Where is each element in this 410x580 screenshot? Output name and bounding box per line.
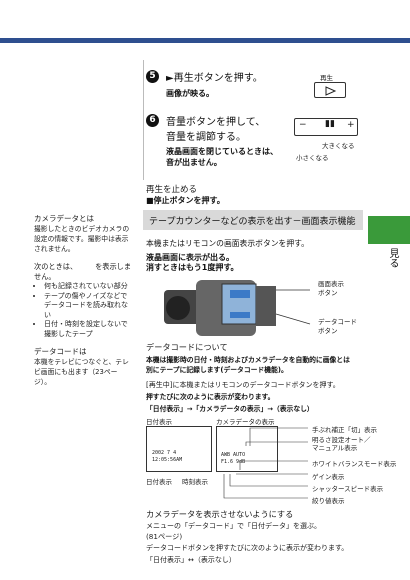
cam-body: 撮影したときのビデオカメラの設定の情報です。撮影中は表示されません。 <box>34 225 130 253</box>
datacode-note-head: データコードは <box>34 347 87 356</box>
callout-lines <box>223 427 308 499</box>
divider <box>143 60 144 180</box>
volume-small-label: 小さくなる <box>296 154 329 162</box>
stop-sub: ■停止ボタンを押す。 <box>146 196 225 205</box>
list-item: 何も記録されていない部分 <box>44 282 134 292</box>
step-5-title: ►再生ボタンを押す。 <box>166 73 263 84</box>
callout-white-balance: ホワイトバランスモード表示 <box>312 460 397 468</box>
date-screen-line-1: 2002 7 4 <box>152 450 177 456</box>
list-item: 日付・時刻を設定しないで撮影したテープ <box>44 320 134 339</box>
datacode-button-label: データコード ボタン <box>318 318 357 335</box>
callout-gain: ゲイン表示 <box>312 473 345 481</box>
hide-line-4: 「日付表示」↔（表示なし） <box>146 556 236 564</box>
callout-stabilizer: 手ぶれ補正「切」表示 <box>312 426 377 434</box>
cam-screen-line-2: F1.6 9dB <box>221 459 246 465</box>
display-line-2: 液晶画面に表示が出る。 <box>146 253 234 262</box>
date-screen-line-2: 12:05:56AM <box>152 457 183 463</box>
play-button[interactable] <box>314 82 346 98</box>
step-6-sub-2: 音が出ません。 <box>166 158 222 167</box>
datacode-p3: 「日付表示」→「カメラデータの表示」→（表示なし） <box>146 405 314 413</box>
camera-screen-label: カメラデータの表示 <box>216 418 275 426</box>
hide-line-1: メニューの「データコード」で「日付データ」を選ぶ。 <box>146 522 321 530</box>
stop-title: 再生を止める <box>146 185 198 195</box>
datacode-note-body: 本機をテレビにつなぐと、テレビ画面にも出ます（23ページ）。 <box>34 358 129 386</box>
list-item: テープの傷やノイズなどでデータコードを読み取れない <box>44 292 134 321</box>
volume-button[interactable]: − ▮▮ + <box>294 118 358 136</box>
side-tab-label: 見る <box>387 248 398 268</box>
hide-line-2: (81ページ) <box>146 532 183 541</box>
display-line-1: 本機またはリモコンの画面表示ボタンを押す。 <box>146 239 309 248</box>
cam-screen-line-1: AWB AUTO <box>221 452 246 458</box>
date-screen-label: 日付表示 <box>146 418 172 426</box>
datacode-body-1: 本機は撮影時の日付・時刻およびカメラデータを自動的に画像とは <box>146 356 350 364</box>
play-icon <box>325 86 337 96</box>
volume-minus: − <box>299 120 307 130</box>
callout-shutter: シャッタースピード表示 <box>312 485 384 493</box>
hide-line-3: データコードボタンを押すたびに次のように表示が変わります。 <box>146 544 349 552</box>
section-title: テープカウンターなどの表示を出す－画面表示機能 <box>149 217 356 227</box>
callout-aperture: 絞り値表示 <box>312 497 345 505</box>
step-6-title-2: 音量を調節する。 <box>166 132 246 143</box>
callout-brightness: 明るさ設定オート／ マニュアル表示 <box>312 436 371 452</box>
display-line-3: 消すときはもう1度押す。 <box>146 263 239 272</box>
left-notes: カメラデータとは 撮影したときのビデオカメラの設定の情報です。撮影中は表示されま… <box>34 214 134 387</box>
step-6-sub-1: 液晶画面を閉じているときは、 <box>166 147 278 156</box>
camera-screen: AWB AUTO F1.6 9dB <box>216 426 278 472</box>
date-screen: 2002 7 4 12:05:56AM <box>146 426 212 472</box>
play-button-label: 再生 <box>320 74 333 82</box>
step-6-title-1: 音量ボタンを押して、 <box>166 117 266 128</box>
hide-heading: カメラデータを表示させないようにする <box>146 509 294 519</box>
side-tab-marker <box>368 216 410 244</box>
datacode-p1: [再生中]に本機またはリモコンのデータコードボタンを押す。 <box>146 381 340 389</box>
volume-bars-icon: ▮▮ <box>325 119 335 129</box>
step-6-number: 6 <box>146 114 159 127</box>
datacode-heading: データコードについて <box>146 342 228 352</box>
camera-illustration <box>164 280 311 336</box>
next-head: 次のときは、 を表示しません。 <box>34 262 132 281</box>
date-caption: 日付表示 <box>146 478 172 486</box>
step-5-number: 5 <box>146 70 159 83</box>
volume-big-label: 大きくなる <box>322 142 355 150</box>
step-5-sub: 画像が映る。 <box>166 89 214 98</box>
section-header: テープカウンターなどの表示を出す－画面表示機能 <box>143 210 363 230</box>
top-bar <box>0 38 410 43</box>
note-list: 何も記録されていない部分 テープの傷やノイズなどでデータコードを読み取れない 日… <box>34 282 134 339</box>
volume-plus: + <box>347 120 355 130</box>
time-caption: 時刻表示 <box>182 478 208 486</box>
datacode-p2: 押すたびに次のように表示が変わります。 <box>146 393 275 401</box>
display-button-label: 画面表示 ボタン <box>318 280 344 297</box>
cam-head: カメラデータとは <box>34 214 94 223</box>
datacode-body-2: 別にテープに記録します(データコード機能)。 <box>146 366 288 374</box>
